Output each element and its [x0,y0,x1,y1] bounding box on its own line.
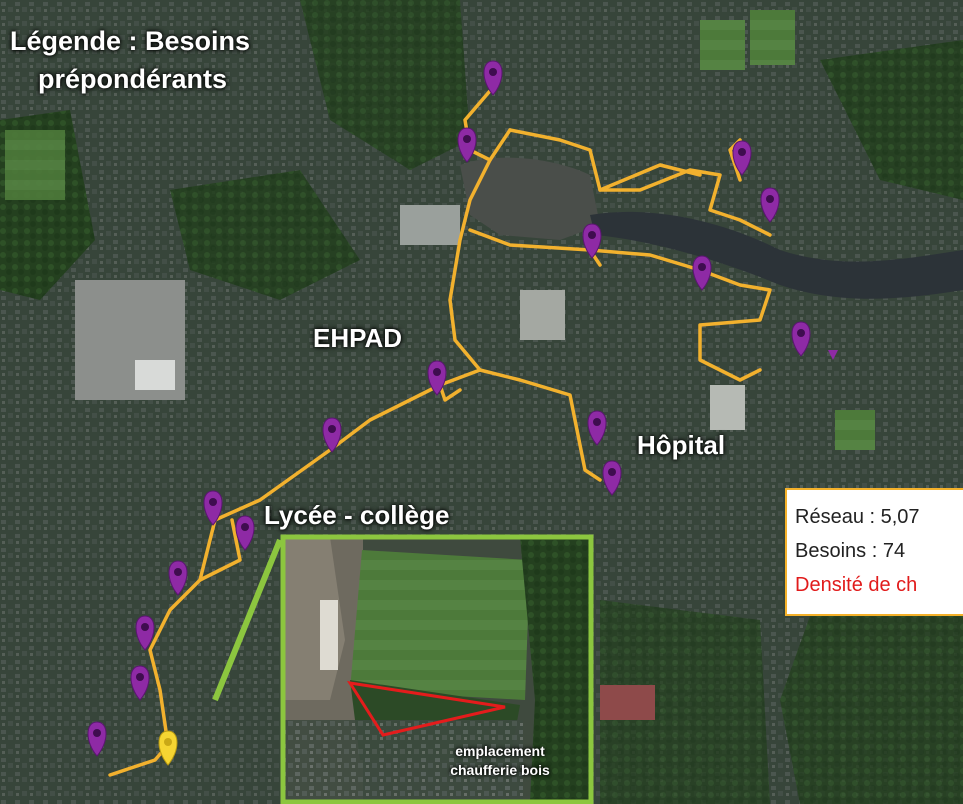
legend-title-line1: Légende : Besoins [10,26,251,56]
network-info-box: Réseau : 5,07 Besoins : 74 Densité de ch [785,488,963,616]
place-label-hopital: Hôpital [637,430,726,460]
legend-title-line2: prépondérants [38,64,228,94]
marker-group[interactable] [87,60,811,766]
place-label-ehpad: EHPAD [313,323,403,353]
info-reseau: Réseau : 5,07 [795,506,920,528]
inset-caption-line2: chaufferie bois [450,762,550,778]
inset-caption-line1: emplacement [455,743,545,759]
inset-caption: emplacement chaufferie bois [420,742,580,780]
place-label-lycee: Lycée - collège [264,500,450,530]
info-densite: Densité de ch [795,574,918,596]
legend-title: Légende : Besoins prépondérants [10,22,250,98]
info-besoins: Besoins : 74 [795,540,906,562]
inset-photo [280,534,594,804]
